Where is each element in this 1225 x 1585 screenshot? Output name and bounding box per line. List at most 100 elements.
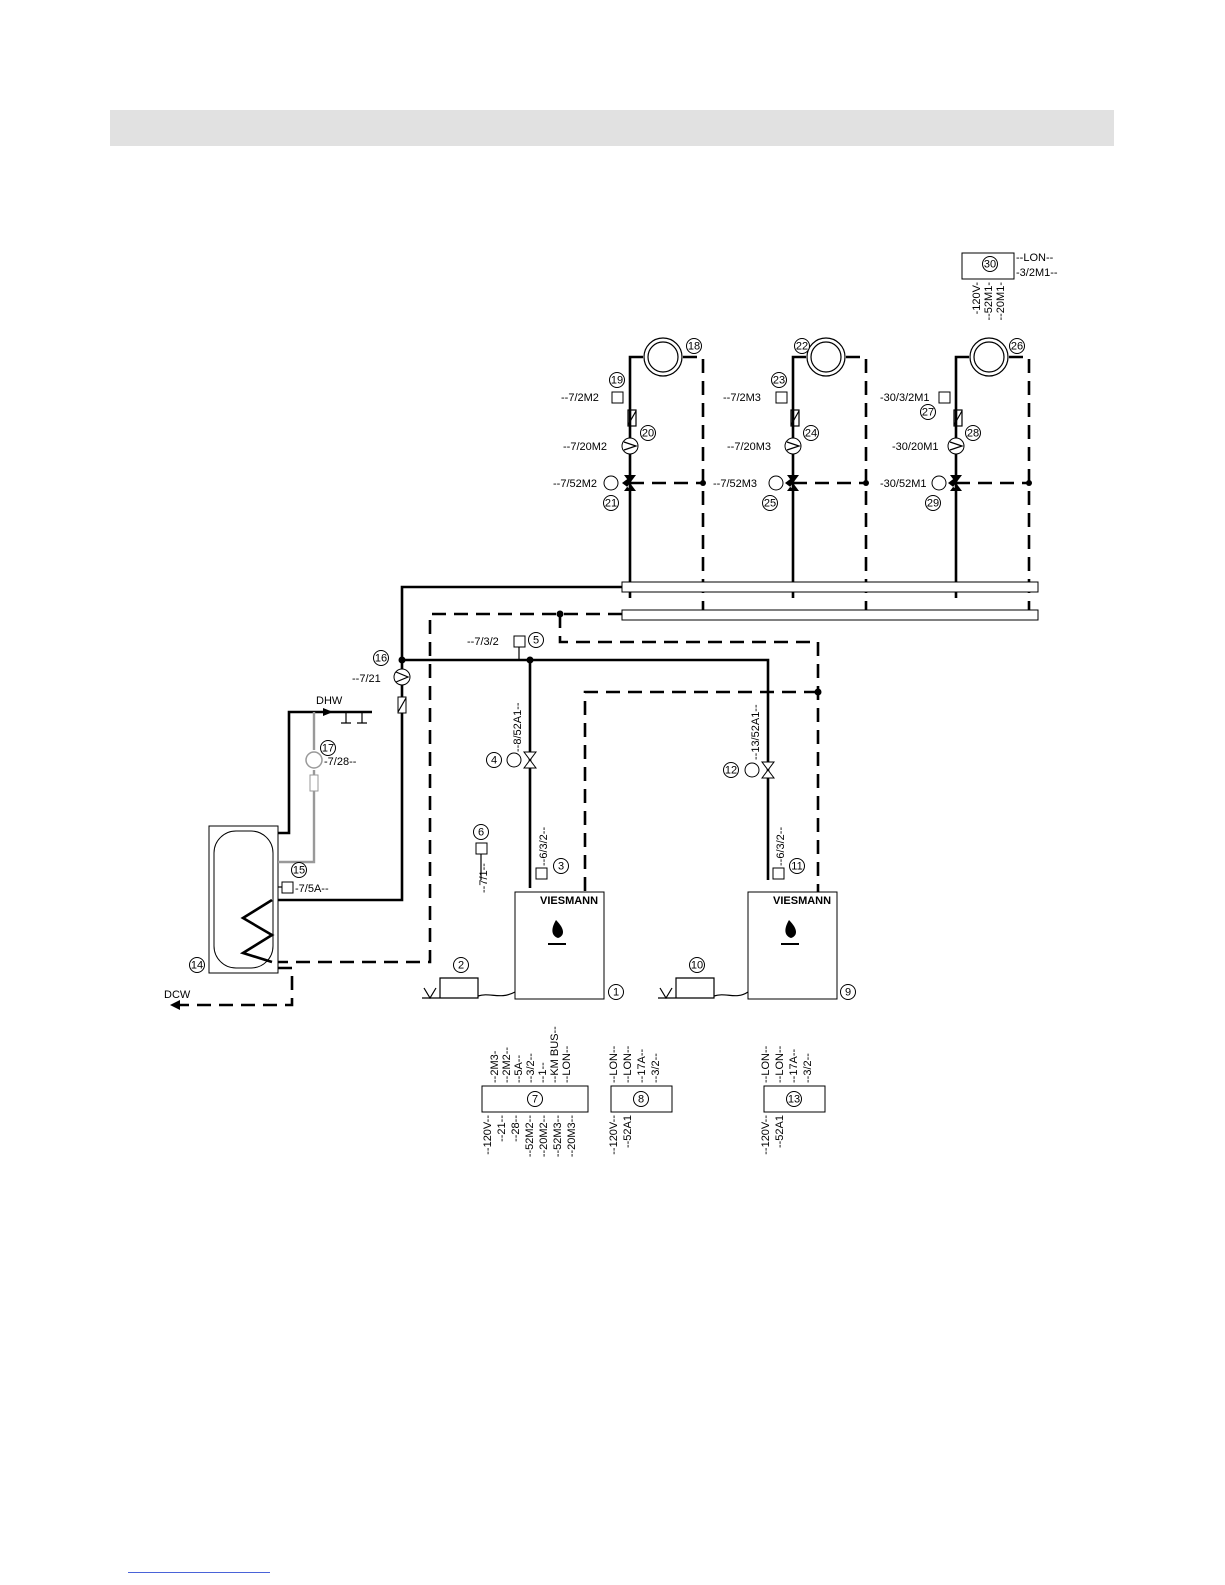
component-26-number: 26: [1011, 341, 1023, 353]
label-7-2m3: --7/2M3: [723, 392, 761, 404]
component-9-marker: [840, 984, 856, 1000]
label-13-52a1: --13/52A1--: [750, 704, 762, 760]
label-3-2m1: -3/2M1--: [1016, 267, 1058, 279]
component-11-marker: [789, 858, 805, 874]
component-12-number: 12: [725, 765, 737, 777]
module7-top-terminal-4: --1--: [537, 1062, 549, 1083]
component-2-number: 2: [458, 960, 464, 972]
label-30-20m1: -30/20M1: [892, 441, 938, 453]
component-6-marker: [473, 824, 489, 840]
component-20-number: 20: [642, 428, 654, 440]
dcw-label: DCW: [164, 989, 191, 1001]
label-7-3-2: --7/3/2: [467, 636, 499, 648]
module30-bottom-terminal-2: --20M1-: [995, 282, 1007, 321]
component-1-marker: [608, 984, 624, 1000]
module8-top-terminal-3: --3/2--: [650, 1053, 662, 1083]
boiler-9: [747, 891, 838, 1000]
return-header: [621, 609, 1039, 621]
module7-bottom-terminal-5: --52M3--: [552, 1115, 564, 1158]
heating-circuit-2: [768, 337, 869, 612]
component-2-marker: [453, 957, 469, 973]
module-7: [481, 1085, 589, 1113]
component-20-marker: [640, 425, 656, 441]
brand-label-1: VIESMANN: [540, 895, 598, 907]
label-7-20m2: --7/20M2: [563, 441, 607, 453]
component-17-marker: [320, 740, 336, 756]
module8-bottom-terminal-1: --52A1: [622, 1115, 634, 1148]
module30-bottom-terminal-1: --52M1-: [983, 282, 995, 321]
module7-bottom-terminal-6: --20M3--: [566, 1115, 578, 1158]
component-4-number: 4: [491, 755, 497, 767]
component-7-number: 7: [532, 1094, 538, 1106]
component-7-marker: [527, 1091, 543, 1107]
module13-top-terminal-1: --LON--: [774, 1045, 786, 1083]
component-13-number: 13: [788, 1094, 800, 1106]
label-30-52m1: -30/52M1: [880, 478, 926, 490]
module13-bottom-terminal-1: --52A1: [774, 1115, 786, 1148]
label-30-3-2m1: -30/3/2M1: [880, 392, 930, 404]
component-25-marker: [762, 495, 778, 511]
component-5-marker: [528, 632, 544, 648]
component-10-number: 10: [691, 960, 703, 972]
component-27-marker: [920, 404, 936, 420]
component-30-number: 30: [984, 259, 996, 271]
component-28-marker: [965, 425, 981, 441]
module7-bottom-terminal-4: --20M2--: [538, 1115, 550, 1158]
component-30-marker: [982, 256, 998, 272]
label-lon-30: --LON--: [1016, 252, 1054, 264]
label-6-3-2-a: --6/3/2--: [538, 827, 550, 866]
module13-bottom-terminal-0: --120V--: [760, 1115, 772, 1155]
component-29-number: 29: [927, 498, 939, 510]
module7-top-terminal-6: --LON--: [561, 1045, 573, 1083]
component-24-number: 24: [805, 428, 817, 440]
component-27-number: 27: [922, 407, 934, 419]
module7-bottom-terminal-2: --28--: [510, 1115, 522, 1142]
module7-top-terminal-5: --KM BUS--: [549, 1026, 561, 1083]
module8-top-terminal-1: --LON--: [622, 1045, 634, 1083]
component-18-number: 18: [688, 341, 700, 353]
component-11-number: 11: [791, 861, 802, 873]
component-22-marker: [794, 338, 810, 354]
label-6-3-2-b: --6/3/2--: [775, 827, 787, 866]
component-25-number: 25: [764, 498, 776, 510]
boiler-1: [514, 891, 605, 1000]
component-19-number: 19: [611, 375, 623, 387]
component-23-marker: [771, 372, 787, 388]
label-7-1: --7/1--: [478, 863, 490, 893]
component-19-marker: [609, 372, 625, 388]
brand-label-9: VIESMANN: [773, 895, 831, 907]
component-29-marker: [925, 495, 941, 511]
component-14-marker: [189, 957, 205, 973]
component-21-number: 21: [605, 498, 617, 510]
component-15-marker: [291, 862, 307, 878]
component-26-marker: [1009, 338, 1025, 354]
label-8-52a1: --8/52A1--: [512, 702, 524, 752]
component-13-marker: [786, 1091, 802, 1107]
module7-top-terminal-1: --2M2--: [501, 1047, 513, 1083]
component-3-marker: [553, 858, 569, 874]
header-bar: [110, 110, 1114, 146]
footer-link-line: [128, 1572, 270, 1573]
module8-top-terminal-2: --17A--: [636, 1048, 648, 1083]
component-12-marker: [723, 762, 739, 778]
supply-header: [621, 581, 1039, 593]
component-3-number: 3: [558, 861, 564, 873]
heating-circuit-3: [931, 337, 1032, 612]
dhw-tank: [208, 825, 279, 974]
label-7-52m3: --7/52M3: [713, 478, 757, 490]
label-7-20m3: --7/20M3: [727, 441, 771, 453]
component-8-number: 8: [638, 1094, 644, 1106]
component-24-marker: [803, 425, 819, 441]
module13-top-terminal-3: --3/2--: [802, 1053, 814, 1083]
module7-bottom-terminal-1: --21--: [496, 1115, 508, 1142]
heating-circuit-1: [603, 337, 706, 612]
component-15-number: 15: [293, 865, 305, 877]
component-9-number: 9: [845, 987, 851, 999]
module8-bottom-terminal-0: --120V--: [608, 1115, 620, 1155]
module7-top-terminal-3: --3/2--: [525, 1053, 537, 1083]
module8-top-terminal-0: --LON--: [608, 1045, 620, 1083]
module30-bottom-terminal-0: -120V-: [971, 282, 983, 315]
component-10-marker: [689, 957, 705, 973]
component-23-number: 23: [773, 375, 785, 387]
component-6-number: 6: [478, 827, 484, 839]
